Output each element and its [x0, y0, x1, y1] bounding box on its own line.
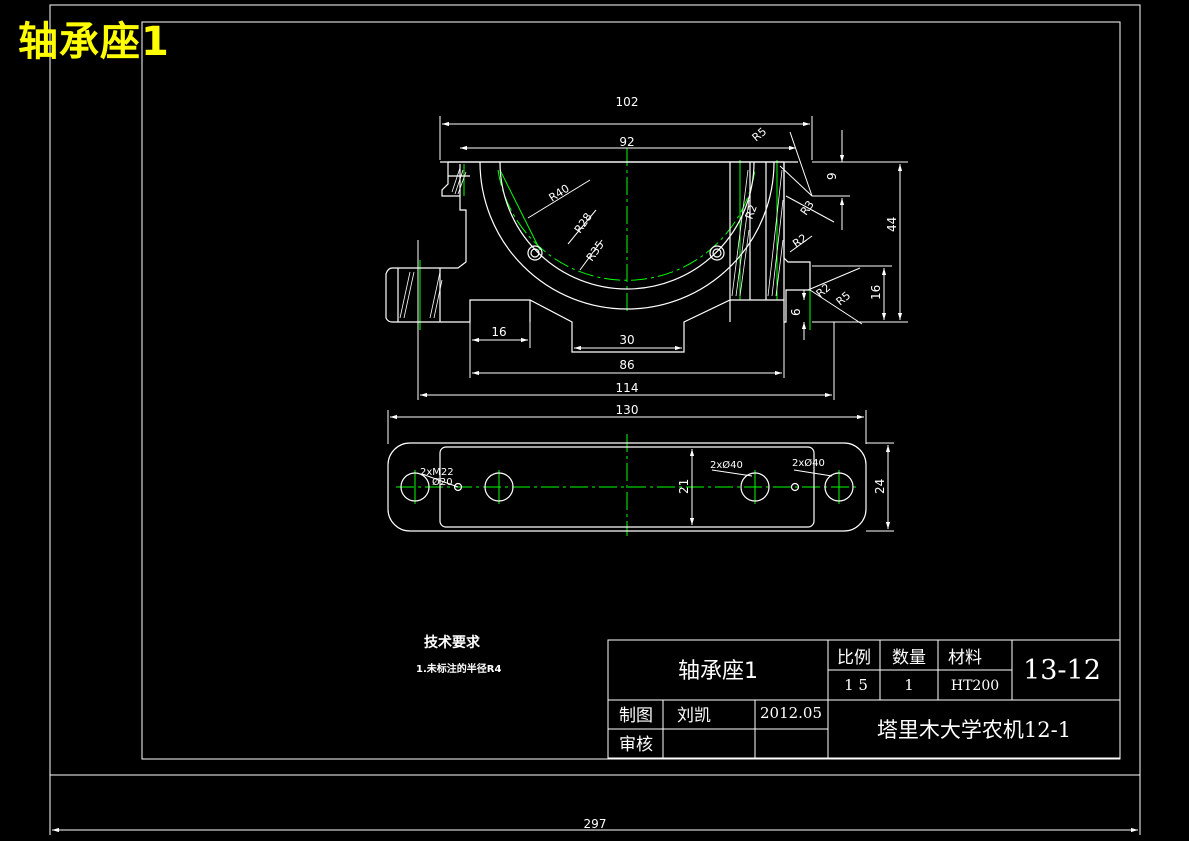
title-qty-label: 数量: [892, 648, 926, 668]
title-material-label: 材料: [948, 648, 982, 668]
dim-r40: R40: [547, 182, 572, 205]
front-dimensions: [417, 116, 908, 400]
dim-16-h: 16: [491, 325, 506, 339]
drawing-caption: 轴承座1: [18, 19, 170, 65]
dim-24: 24: [873, 479, 887, 494]
title-scale-value: 1 5: [844, 676, 868, 694]
title-drawn-label: 制图: [619, 706, 653, 726]
dim-6: 6: [789, 308, 803, 316]
front-hatching: [399, 167, 784, 319]
dim-r5-b: R5: [834, 289, 854, 308]
top-view: 130 24 21 2xM22 Ø20 2xØ40 2xØ40: [387, 403, 894, 536]
outer-frame: [49, 4, 1141, 776]
dim-92: 92: [619, 135, 634, 149]
front-outline: [385, 161, 811, 353]
dim-30: 30: [619, 333, 634, 347]
inner-frame: [141, 21, 1121, 760]
title-block: [607, 639, 1121, 759]
dim-r2-b: R2: [790, 231, 809, 250]
top-centerlines: [396, 434, 860, 536]
dim-r28: R28: [572, 211, 595, 236]
top-dimensions: [387, 410, 894, 532]
dim-86: 86: [619, 358, 634, 372]
sheet-width-label: 297: [584, 817, 607, 831]
title-scale-label: 比例: [837, 648, 871, 668]
dim-16-v: 16: [869, 285, 883, 300]
sheet-width-dimension: [49, 775, 1141, 835]
title-check-label: 审核: [619, 735, 653, 755]
dim-102: 102: [616, 95, 639, 109]
top-outline: [387, 442, 867, 532]
tech-req-item: 1.未标注的半径R4: [416, 662, 501, 675]
dim-9: 9: [825, 172, 839, 180]
dim-130: 130: [616, 403, 639, 417]
dim-r2-a: R2: [743, 203, 760, 221]
dim-21: 21: [677, 479, 691, 494]
dim-2xphi40-a: 2xØ40: [710, 459, 743, 471]
title-drawing-no: 13-12: [1023, 655, 1101, 686]
dim-r2-c: R2: [814, 281, 834, 300]
title-part-name: 轴承座1: [678, 659, 758, 684]
dim-2xphi40-b: 2xØ40: [792, 457, 825, 469]
dim-r5-top: R5: [750, 125, 770, 144]
title-date: 2012.05: [760, 704, 822, 722]
front-view: 102 92 R5 R40 R28 R35 R2 R3 R2 R2 R5 9 4…: [385, 95, 908, 400]
drawing-frames: [49, 4, 1141, 776]
dim-44: 44: [885, 217, 899, 232]
title-material-value: HT200: [951, 678, 999, 694]
front-centerlines: [419, 148, 811, 330]
dim-2xm22: 2xM22: [420, 467, 454, 478]
title-school: 塔里木大学农机12-1: [877, 718, 1071, 742]
tech-req-title: 技术要求: [424, 634, 481, 651]
dim-114: 114: [616, 381, 639, 395]
title-qty-value: 1: [904, 676, 914, 694]
dim-phi20: Ø20: [432, 476, 453, 488]
dim-r3: R3: [798, 198, 817, 217]
title-drawn-by: 刘凯: [677, 706, 711, 726]
